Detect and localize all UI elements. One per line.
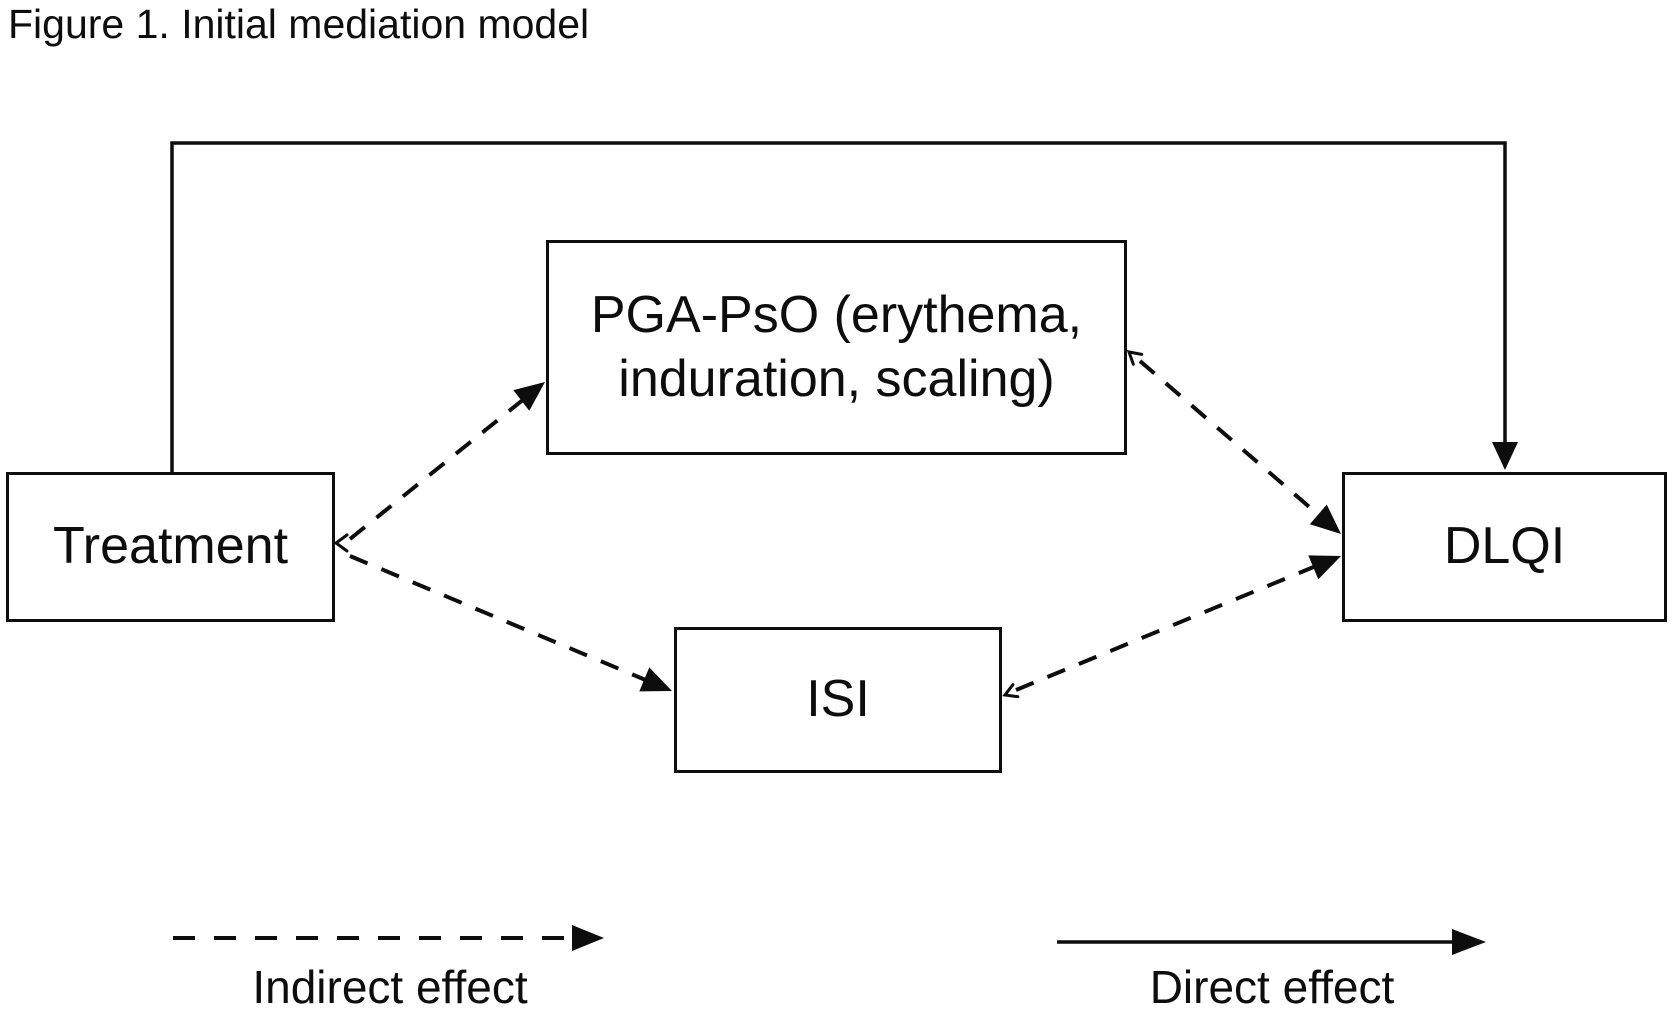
treatment-origin-chevron-icon xyxy=(333,533,349,553)
node-pga-pso: PGA-PsO (erythema, induration, scaling) xyxy=(546,240,1127,455)
indirect-line-treatment-to-pga xyxy=(348,397,526,541)
node-treatment: Treatment xyxy=(6,472,335,622)
legend-indirect-arrowhead-icon xyxy=(572,925,604,951)
legend-direct-label: Direct effect xyxy=(1149,961,1395,1013)
node-pga-pso-label-line2: induration, scaling) xyxy=(618,349,1055,408)
figure-title: Figure 1. Initial mediation model xyxy=(8,1,590,47)
node-pga-pso-label-line1: PGA-PsO (erythema, xyxy=(590,286,1083,345)
indirect-line-isi-to-dlqi xyxy=(1015,564,1317,692)
pga-origin-chevron-icon xyxy=(1126,350,1144,366)
node-dlqi-label: DLQI xyxy=(1443,517,1566,576)
indirect-line-treatment-to-isi xyxy=(349,554,649,683)
direct-effect-arrowhead-icon xyxy=(1492,442,1518,470)
node-isi: ISI xyxy=(674,627,1002,773)
legend-direct-arrowhead-icon xyxy=(1452,929,1486,955)
indirect-line-pga-to-dlqi xyxy=(1138,359,1323,519)
node-isi-label: ISI xyxy=(806,670,870,729)
legend-indirect-label: Indirect effect xyxy=(252,961,528,1013)
direct-effect-line xyxy=(170,141,1507,472)
isi-origin-chevron-icon xyxy=(1002,683,1020,699)
indirect-arrowhead-dlqi-upper-icon xyxy=(1309,504,1341,534)
indirect-arrowhead-isi-icon xyxy=(639,667,672,692)
node-dlqi: DLQI xyxy=(1342,472,1667,622)
indirect-arrowhead-dlqi-lower-icon xyxy=(1308,555,1341,580)
node-treatment-label: Treatment xyxy=(52,517,289,576)
indirect-arrowhead-pga-icon xyxy=(513,382,545,411)
